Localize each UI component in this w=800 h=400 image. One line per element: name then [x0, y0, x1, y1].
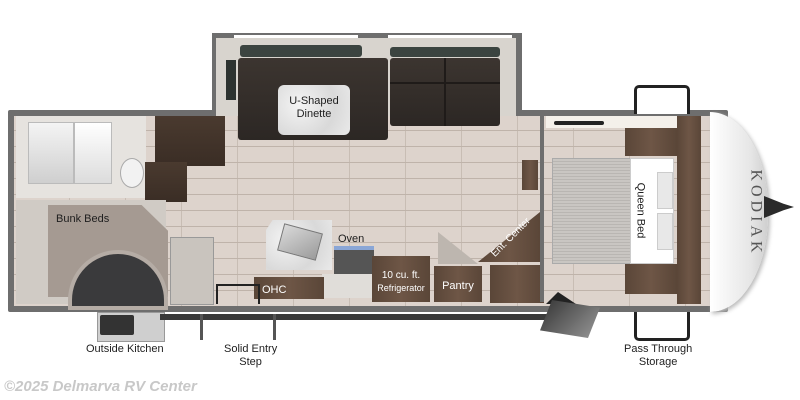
- shower: [28, 122, 74, 184]
- bedroom-step: [540, 300, 600, 338]
- bunk-divider: [170, 237, 214, 305]
- pantry: [434, 266, 482, 302]
- bedroom-top-cabinet: [546, 116, 696, 128]
- wardrobe: [145, 162, 187, 202]
- stove: [334, 246, 374, 276]
- refrigerator-label: 10 cu. ft. Refrigerator: [377, 270, 425, 293]
- slideout-window: [234, 35, 358, 38]
- nightstand-bottom: [625, 264, 677, 294]
- oven-label: Oven: [338, 233, 365, 245]
- dinette-label: U-Shaped Dinette: [289, 95, 339, 120]
- outside-kitchen-label: Outside Kitchen: [86, 343, 164, 355]
- queen-bed-mattress: [552, 158, 634, 264]
- queen-bed-label: Queen Bed: [634, 182, 647, 239]
- bunk-beds-label: Bunk Beds: [56, 213, 110, 225]
- nightstand-top: [625, 128, 677, 156]
- hitch-icon: [764, 196, 794, 218]
- dinette-table: [278, 85, 350, 135]
- bathroom-cabinet: [155, 116, 225, 166]
- bathroom-sink: [74, 122, 112, 184]
- bedroom-shelf: [554, 121, 604, 125]
- bedroom-partition: [522, 160, 538, 190]
- kitchen-counter: [322, 274, 372, 298]
- sofa-cushion-divider: [444, 58, 446, 126]
- pantry-label: Pantry: [442, 280, 474, 292]
- top-storage-outline: [634, 85, 690, 114]
- burner-icon: [100, 315, 134, 335]
- entry-step: [200, 314, 276, 340]
- ent-center-cabinet: [490, 265, 544, 303]
- pass-through-storage: [634, 312, 690, 341]
- awning-rail: [160, 314, 550, 320]
- watermark: ©2025 Delmarva RV Center: [4, 378, 197, 395]
- slideout-window: [388, 35, 512, 38]
- entry-step-label: Solid Entry Step: [224, 343, 278, 368]
- dinette-backrest: [240, 45, 362, 57]
- bedroom-wardrobe: [677, 116, 701, 304]
- pillow: [657, 172, 673, 209]
- ohc-cabinet: [254, 277, 324, 299]
- storage-label: Pass Through Storage: [624, 343, 693, 368]
- brand-logo: KODIAK: [747, 169, 765, 257]
- sofa-seat-line: [390, 82, 500, 84]
- entry-door: [216, 284, 260, 304]
- ohc-label: OHC: [262, 284, 287, 296]
- sofa-backrest: [390, 47, 500, 57]
- dinette-window: [226, 60, 236, 100]
- refrigerator: [372, 256, 430, 302]
- pillow: [657, 213, 673, 250]
- toilet: [120, 158, 144, 188]
- bedroom-wall: [540, 116, 544, 302]
